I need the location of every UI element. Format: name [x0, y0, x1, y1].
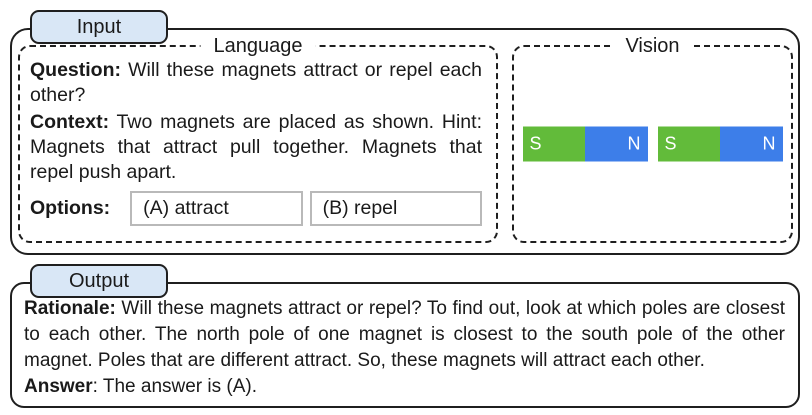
option-box-a: (A) attract	[130, 191, 303, 226]
context-text: Two magnets are placed as shown. Hint: M…	[30, 111, 482, 183]
vision-panel: Vision S N S	[512, 33, 793, 243]
option-b-label: (B) repel	[322, 197, 398, 219]
language-panel-title: Language	[200, 33, 316, 59]
input-panel: Language Question: Will these magnets at…	[10, 28, 800, 255]
language-panel: Language Question: Will these magnets at…	[18, 33, 498, 243]
magnets-row: S N S N	[522, 126, 783, 162]
options-row: Options: (A) attract (B) repel	[30, 191, 482, 226]
input-section: Input Language Question: Will these magn…	[10, 10, 800, 255]
pole-letter-s: S	[529, 133, 542, 154]
answer-label: Answer	[24, 376, 93, 397]
pole-letter-n: N	[627, 133, 641, 154]
pole-letter-n: N	[762, 133, 776, 154]
output-section: Output Rationale: Will these magnets att…	[10, 264, 800, 408]
magnet-left: S N	[522, 126, 648, 162]
rationale-text: Will these magnets attract or repel? To …	[24, 298, 786, 371]
vision-panel-title: Vision	[612, 33, 693, 59]
rationale-label: Rationale:	[24, 298, 116, 319]
option-a-label: (A) attract	[143, 197, 229, 219]
question-paragraph: Question: Will these magnets attract or …	[30, 58, 482, 108]
option-box-b: (B) repel	[309, 191, 482, 226]
output-panel: Rationale: Will these magnets attract or…	[10, 282, 800, 408]
input-tab-label: Input	[76, 15, 122, 38]
magnet-right: S N	[657, 126, 783, 162]
magnet-right-north-pole: N	[720, 126, 783, 162]
output-tab: Output	[30, 264, 168, 298]
pole-letter-s: S	[664, 133, 677, 154]
question-text: Will these magnets attract or repel each…	[30, 59, 482, 106]
magnet-right-south-pole: S	[657, 126, 720, 162]
magnet-left-south-pole: S	[522, 126, 585, 162]
question-label: Question:	[30, 59, 121, 81]
answer-paragraph: Answer: The answer is (A).	[24, 374, 785, 400]
output-tab-label: Output	[68, 269, 130, 292]
answer-text: : The answer is (A).	[92, 376, 258, 397]
context-label: Context:	[30, 111, 110, 133]
context-paragraph: Context: Two magnets are placed as shown…	[30, 110, 482, 185]
magnet-left-north-pole: N	[585, 126, 648, 162]
rationale-paragraph: Rationale: Will these magnets attract or…	[24, 296, 785, 374]
options-label: Options:	[30, 197, 111, 219]
input-tab: Input	[30, 10, 168, 44]
